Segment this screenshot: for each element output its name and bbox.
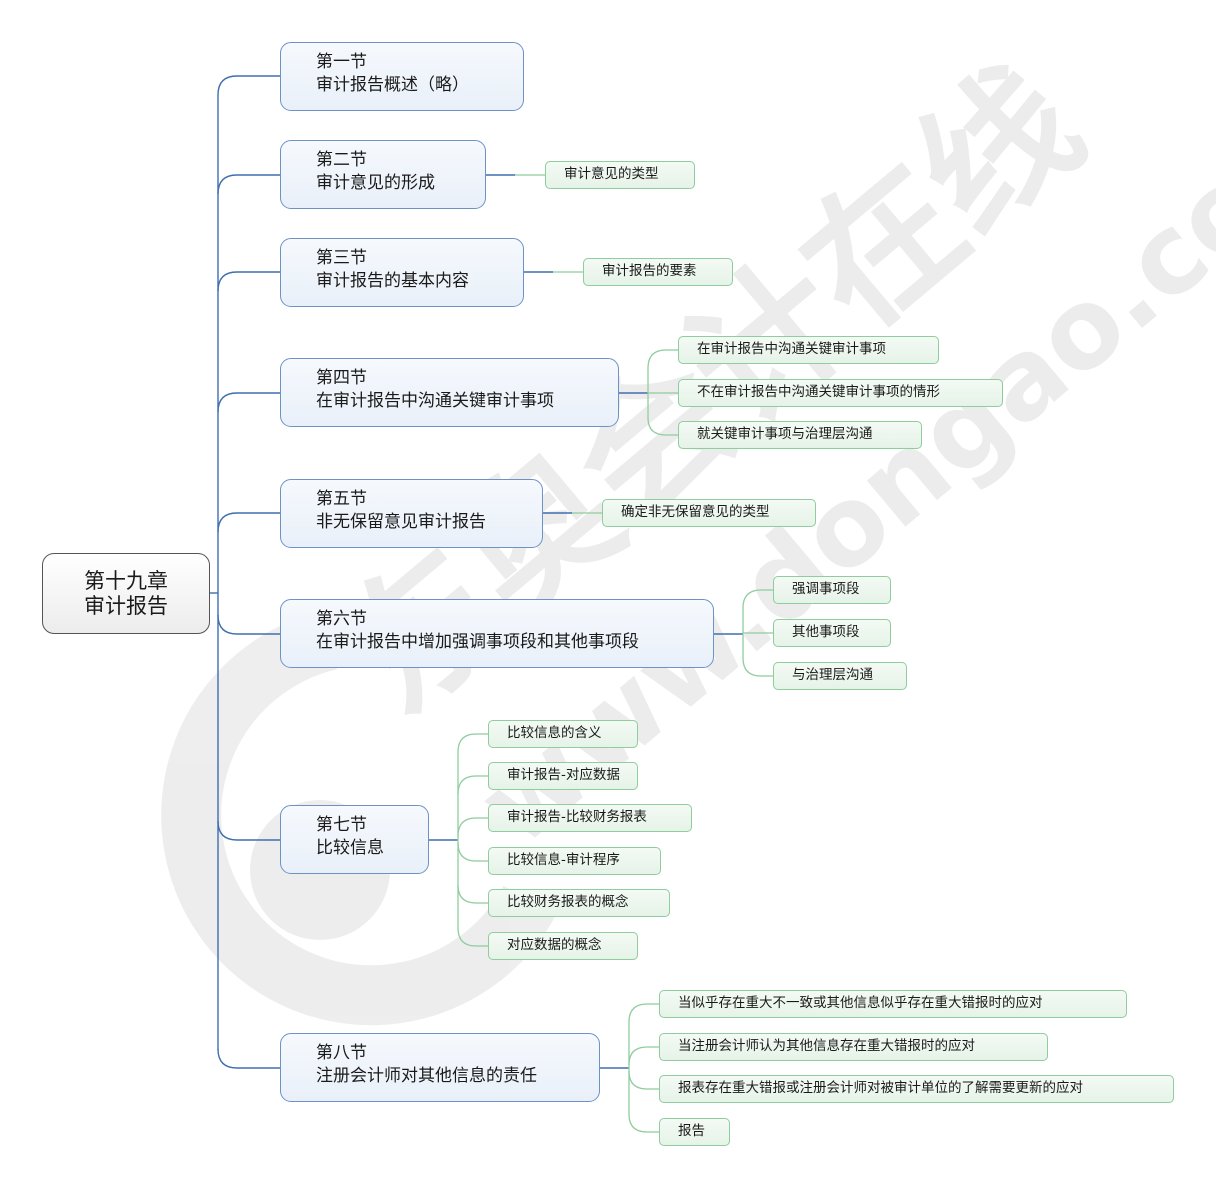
leaf-node[interactable]: 当似乎存在重大不一致或其他信息似乎存在重大错报时的应对: [659, 990, 1127, 1018]
leaf-node[interactable]: 审计意见的类型: [545, 161, 695, 189]
root-title: 第十九章: [84, 568, 168, 593]
section-subtitle: 审计报告概述（略）: [316, 75, 469, 95]
leaf-node[interactable]: 在审计报告中沟通关键审计事项: [678, 336, 939, 364]
leaf-node[interactable]: 审计报告的要素: [583, 258, 733, 286]
leaf-node[interactable]: 比较信息-审计程序: [488, 847, 661, 875]
section-subtitle: 审计意见的形成: [316, 173, 435, 193]
section-node-2[interactable]: 第二节 审计意见的形成: [280, 140, 486, 209]
section-subtitle: 在审计报告中沟通关键审计事项: [316, 391, 554, 411]
section-subtitle: 非无保留意见审计报告: [316, 512, 486, 532]
leaf-node[interactable]: 报告: [659, 1118, 730, 1146]
leaf-node[interactable]: 与治理层沟通: [773, 662, 907, 690]
section-title: 第二节: [316, 150, 367, 170]
root-node[interactable]: 第十九章 审计报告: [42, 553, 210, 634]
leaf-node[interactable]: 就关键审计事项与治理层沟通: [678, 421, 922, 449]
leaf-node[interactable]: 其他事项段: [773, 619, 891, 647]
leaf-node[interactable]: 比较财务报表的概念: [488, 889, 670, 917]
leaf-node[interactable]: 确定非无保留意见的类型: [602, 499, 816, 527]
leaf-node[interactable]: 审计报告-比较财务报表: [488, 804, 692, 832]
section-title: 第七节: [316, 815, 367, 835]
section-title: 第八节: [316, 1043, 367, 1063]
section-subtitle: 在审计报告中增加强调事项段和其他事项段: [316, 632, 639, 652]
section-node-1[interactable]: 第一节 审计报告概述（略）: [280, 42, 524, 111]
section-node-3[interactable]: 第三节 审计报告的基本内容: [280, 238, 524, 307]
trunk-connectors: [209, 75, 743, 1069]
section-node-5[interactable]: 第五节 非无保留意见审计报告: [280, 479, 543, 548]
leaf-node[interactable]: 当注册会计师认为其他信息存在重大错报时的应对: [659, 1033, 1048, 1061]
leaf-node[interactable]: 强调事项段: [773, 576, 891, 604]
section-node-4[interactable]: 第四节 在审计报告中沟通关键审计事项: [280, 358, 619, 427]
leaf-connectors: [457, 174, 773, 1133]
section-subtitle: 比较信息: [316, 838, 384, 858]
section-node-7[interactable]: 第七节 比较信息: [280, 805, 429, 874]
leaf-node[interactable]: 比较信息的含义: [488, 720, 638, 748]
leaf-node[interactable]: 不在审计报告中沟通关键审计事项的情形: [678, 379, 1003, 407]
section-title: 第六节: [316, 609, 367, 629]
section-title: 第一节: [316, 52, 367, 72]
leaf-node[interactable]: 报表存在重大错报或注册会计师对被审计单位的了解需要更新的应对: [659, 1075, 1174, 1103]
leaf-node[interactable]: 审计报告-对应数据: [488, 762, 638, 790]
section-node-6[interactable]: 第六节 在审计报告中增加强调事项段和其他事项段: [280, 599, 714, 668]
section-node-8[interactable]: 第八节 注册会计师对其他信息的责任: [280, 1033, 600, 1102]
section-title: 第四节: [316, 368, 367, 388]
section-title: 第三节: [316, 248, 367, 268]
section-title: 第五节: [316, 489, 367, 509]
root-subtitle: 审计报告: [84, 593, 168, 618]
leaf-node[interactable]: 对应数据的概念: [488, 932, 638, 960]
section-subtitle: 注册会计师对其他信息的责任: [316, 1066, 537, 1086]
section-subtitle: 审计报告的基本内容: [316, 271, 469, 291]
